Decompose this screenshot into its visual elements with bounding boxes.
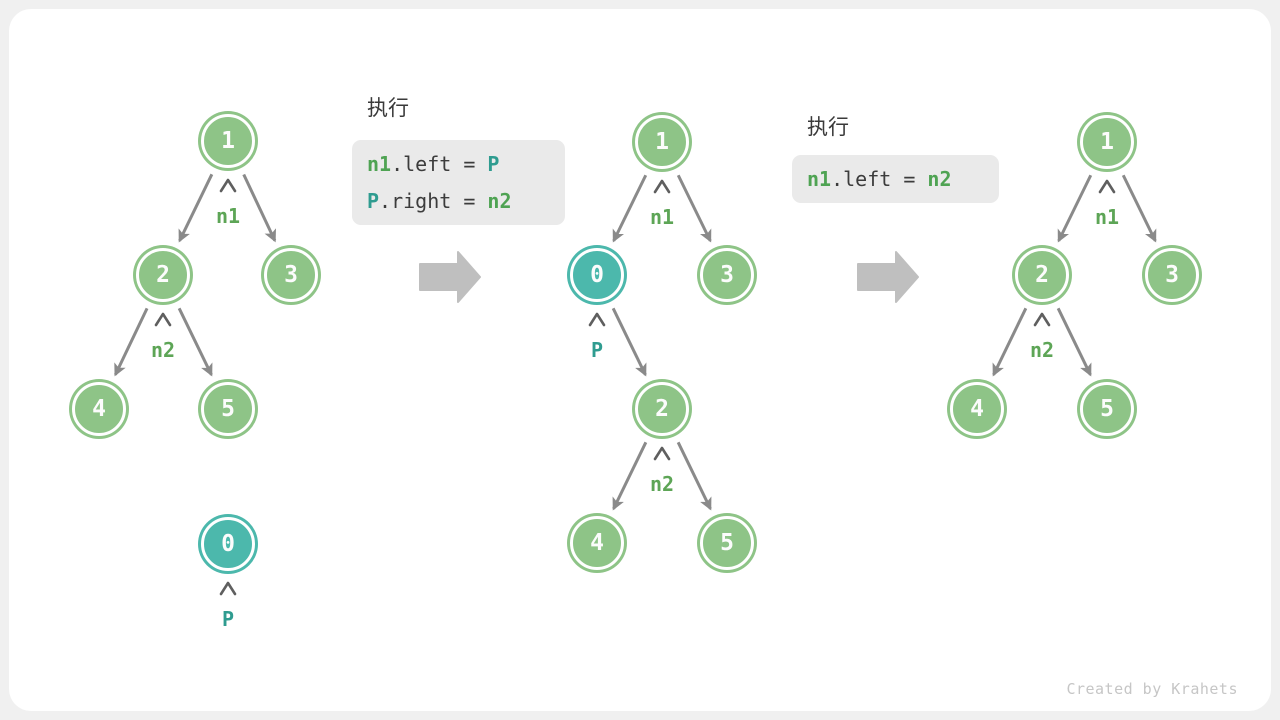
tree-node-label: 5 <box>221 396 235 422</box>
tree-node-0: 0 <box>570 248 624 302</box>
tree-node-4: 4 <box>570 516 624 570</box>
tree-node-1: 1 <box>201 114 255 168</box>
tree-node-label: 3 <box>720 262 734 288</box>
tree-node-3: 3 <box>700 248 754 302</box>
tree-node-label: 5 <box>720 530 734 556</box>
tree-node-1: 1 <box>1080 115 1134 169</box>
pointer-caret-icon <box>653 446 671 461</box>
code-line: n1.left = P <box>367 146 550 183</box>
tree-edge <box>177 307 213 377</box>
tree-edge <box>676 441 712 511</box>
code-line: n1.left = n2 <box>807 161 984 198</box>
tree-node-label: 1 <box>655 129 669 155</box>
pointer-caret-icon <box>154 312 172 327</box>
tree-node-4: 4 <box>950 382 1004 436</box>
pointer-caret-icon <box>1098 179 1116 194</box>
tree-node-label: 2 <box>1035 262 1049 288</box>
tree-node-label: 1 <box>221 128 235 154</box>
tree-edge <box>612 174 648 243</box>
tree-edge <box>992 307 1028 377</box>
code-block-title: 执行 <box>807 116 849 139</box>
tree-node-label: 2 <box>655 396 669 422</box>
pointer-label-n1: n1 <box>215 204 241 228</box>
tree-edge <box>1121 174 1157 243</box>
code-token: .left = <box>391 151 488 176</box>
tree-node-label: 4 <box>970 396 984 422</box>
pointer-caret-icon <box>653 179 671 194</box>
tree-edge <box>178 173 214 243</box>
tree-edge <box>114 307 149 377</box>
tree-node-label: 3 <box>284 262 298 288</box>
step-arrow-icon <box>419 251 481 303</box>
pointer-label-n2: n2 <box>649 472 675 496</box>
code-token: n1 <box>807 166 832 191</box>
pointer-label-P: P <box>221 607 235 631</box>
code-token: P <box>487 151 500 176</box>
tree-node-5: 5 <box>700 516 754 570</box>
tree-node-3: 3 <box>1145 248 1199 302</box>
tree-node-label: 0 <box>590 262 604 288</box>
tree-node-label: 4 <box>590 530 604 556</box>
tree-node-label: 4 <box>92 396 106 422</box>
code-block: n1.left = n2 <box>792 155 999 203</box>
watermark-credit: Created by Krahets <box>1066 680 1238 698</box>
pointer-caret-icon <box>219 178 237 193</box>
tree-node-label: 2 <box>156 262 170 288</box>
tree-node-4: 4 <box>72 382 126 436</box>
tree-edge <box>611 307 647 377</box>
pointer-caret-icon <box>1033 312 1051 327</box>
pointer-caret-icon <box>588 312 606 327</box>
tree-node-label: 0 <box>221 531 235 557</box>
tree-edge <box>242 173 277 243</box>
tree-edge <box>676 174 712 243</box>
tree-edge <box>1057 174 1093 243</box>
tree-node-3: 3 <box>264 248 318 302</box>
tree-node-2: 2 <box>136 248 190 302</box>
tree-node-label: 5 <box>1100 396 1114 422</box>
code-token: n2 <box>927 166 952 191</box>
code-token: n2 <box>487 188 512 213</box>
tree-edge <box>1056 307 1092 377</box>
tree-node-label: 1 <box>1100 129 1114 155</box>
pointer-label-n1: n1 <box>649 205 675 229</box>
tree-node-1: 1 <box>635 115 689 169</box>
code-token: n1 <box>367 151 392 176</box>
tree-node-2: 2 <box>1015 248 1069 302</box>
tree-node-2: 2 <box>635 382 689 436</box>
code-token: .left = <box>831 166 928 191</box>
step-arrow-icon <box>857 251 919 303</box>
code-token: P <box>367 188 380 213</box>
code-line: P.right = n2 <box>367 183 550 220</box>
tree-edge <box>612 441 648 511</box>
pointer-label-n2: n2 <box>150 338 176 362</box>
pointer-caret-icon <box>219 581 237 596</box>
pointer-label-P: P <box>590 338 604 362</box>
tree-node-5: 5 <box>1080 382 1134 436</box>
tree-node-label: 3 <box>1165 262 1179 288</box>
pointer-label-n2: n2 <box>1029 338 1055 362</box>
pointer-label-n1: n1 <box>1094 205 1120 229</box>
code-token: .right = <box>379 188 488 213</box>
code-block-title: 执行 <box>367 97 409 120</box>
tree-node-0: 0 <box>201 517 255 571</box>
tree-node-5: 5 <box>201 382 255 436</box>
